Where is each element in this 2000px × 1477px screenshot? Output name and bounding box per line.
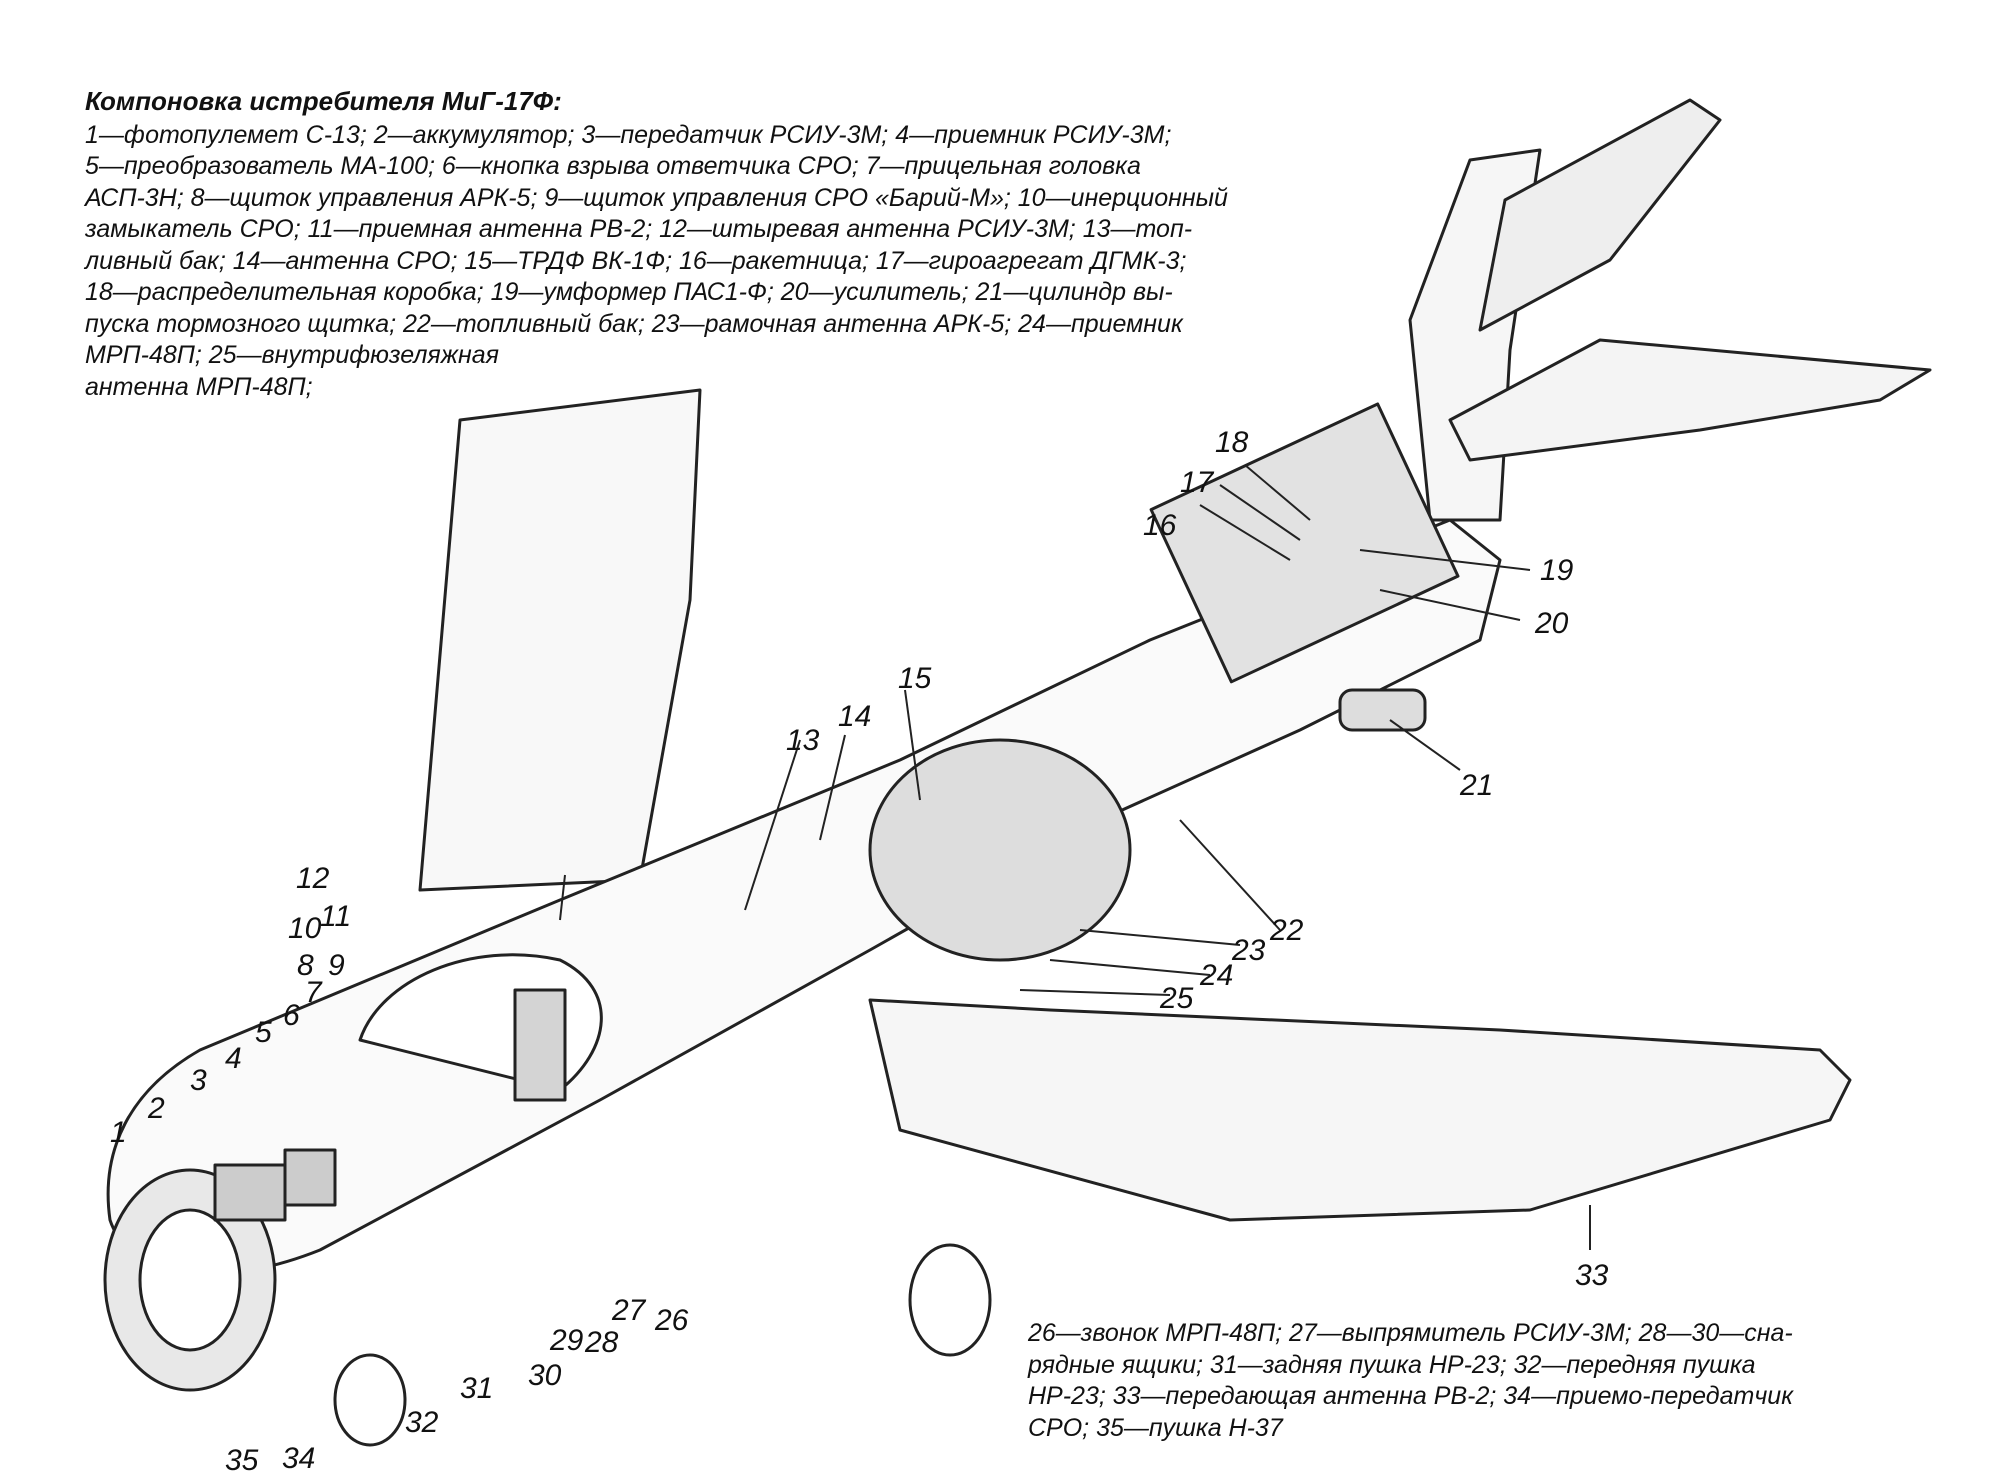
caption-line: 26—звонок МРП-48П; 27—выпрямитель РСИУ-3…: [1028, 1319, 1793, 1347]
callout-22: 22: [1269, 914, 1304, 947]
callout-28: 28: [584, 1326, 619, 1359]
callout-23: 23: [1231, 934, 1266, 967]
callout-35: 35: [225, 1444, 259, 1477]
callout-numbers: 1 2 3 4 5 6 7 8 9 10 11 12 13 14 15 16 1…: [110, 426, 1609, 1477]
tailplane-upper: [1478, 98, 1722, 332]
callout-31: 31: [460, 1372, 493, 1405]
caption-top: Компоновка истребителя МиГ-17Ф: 1—фотопу…: [85, 86, 1360, 403]
callout-2: 2: [147, 1092, 165, 1125]
callout-30: 30: [528, 1359, 562, 1392]
callout-17: 17: [1180, 466, 1215, 499]
nose-landing-gear: [333, 1353, 407, 1447]
callout-32: 32: [405, 1406, 439, 1439]
callout-19: 19: [1540, 554, 1574, 587]
callout-4: 4: [225, 1042, 242, 1075]
callout-15: 15: [898, 662, 932, 695]
brake-flap: [1338, 688, 1427, 732]
caption-line: замыкатель СРО; 11—приемная антенна РВ-2…: [85, 215, 1193, 243]
callout-33: 33: [1575, 1259, 1609, 1292]
caption-line: АСП-3Н; 8—щиток управления АРК-5; 9—щито…: [85, 183, 1228, 212]
callout-29: 29: [549, 1324, 584, 1357]
caption-line: 18—распределительная коробка; 19—умформе…: [85, 278, 1173, 306]
caption-line: рядные ящики; 31—задняя пушка НР-23; 32—…: [1028, 1350, 1756, 1379]
main-landing-gear: [908, 1243, 992, 1357]
caption-line: СРО; 35—пушка Н-37: [1028, 1413, 1283, 1442]
ejection-seat: [513, 988, 567, 1102]
equipment-box: [283, 1148, 337, 1207]
caption-line: антенна МРП-48П;: [85, 372, 313, 401]
callout-24: 24: [1199, 959, 1233, 992]
callout-25: 25: [1159, 982, 1194, 1015]
callout-9: 9: [328, 949, 345, 982]
callout-10: 10: [288, 912, 322, 945]
caption-line: МРП-48П; 25—внутрифюзеляжная: [85, 341, 499, 369]
callout-16: 16: [1143, 509, 1177, 542]
callout-11: 11: [320, 900, 351, 933]
callout-27: 27: [611, 1294, 647, 1327]
caption-bottom: 26—звонок МРП-48П; 27—выпрямитель РСИУ-3…: [1028, 1318, 1928, 1444]
callout-13: 13: [786, 724, 820, 757]
callout-20: 20: [1534, 607, 1569, 640]
callout-34: 34: [282, 1442, 315, 1475]
right-wing: [868, 998, 1852, 1222]
caption-line: 5—преобразователь МА-100; 6—кнопка взрыв…: [85, 152, 1141, 180]
callout-3: 3: [190, 1064, 207, 1097]
callout-18: 18: [1215, 426, 1249, 459]
callout-5: 5: [255, 1016, 272, 1049]
callout-7: 7: [305, 976, 323, 1009]
left-wing: [418, 388, 702, 892]
callout-26: 26: [654, 1304, 689, 1337]
callout-1: 1: [110, 1116, 127, 1149]
caption-line: пуска тормозного щитка; 22—топливный бак…: [85, 309, 1183, 338]
caption-line: ливный бак; 14—антенна СРО; 15—ТРДФ ВК-1…: [85, 246, 1187, 275]
callout-8: 8: [297, 949, 314, 982]
caption-line: 1—фотопулемет С-13; 2—аккумулятор; 3—пер…: [85, 120, 1172, 149]
callout-6: 6: [283, 999, 300, 1032]
tailplane-right: [1448, 338, 1932, 462]
caption-title: Компоновка истребителя МиГ-17Ф:: [85, 86, 562, 116]
callout-leaders: [559, 464, 1591, 1250]
callout-14: 14: [838, 700, 871, 733]
callout-12: 12: [296, 862, 330, 895]
callout-21: 21: [1459, 769, 1493, 802]
equipment-box: [213, 1163, 287, 1222]
caption-line: НР-23; 33—передающая антенна РВ-2; 34—пр…: [1028, 1382, 1794, 1410]
engine: [868, 738, 1132, 962]
rear-compartment: [1149, 402, 1460, 684]
